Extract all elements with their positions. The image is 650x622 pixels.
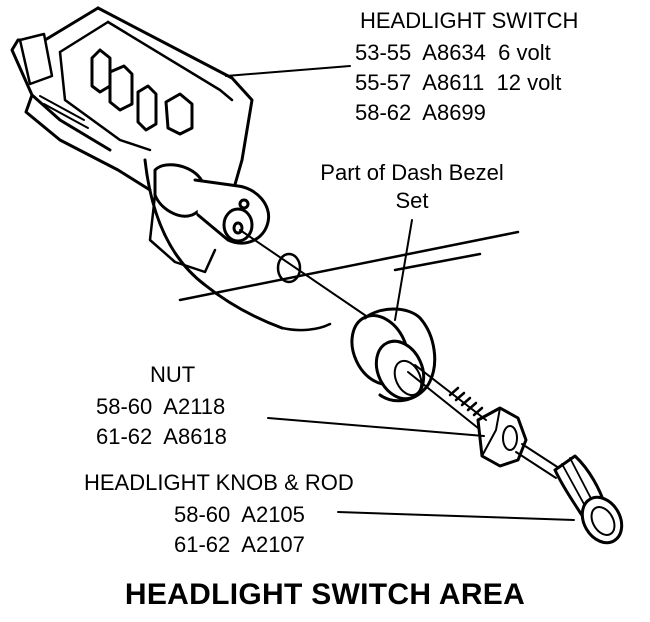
dash-panel xyxy=(143,158,520,332)
rod-axis-line xyxy=(239,229,376,323)
headlight-switch-row-2: 55-57 A8611 12 volt xyxy=(355,70,562,95)
dash-bezel-label-line-2: Set xyxy=(395,188,429,213)
dash-bezel xyxy=(350,307,437,403)
leader-lines xyxy=(225,65,575,521)
headlight-switch-row-3: 58-62 A8699 xyxy=(355,100,486,125)
dash-bezel-label-line-1: Part of Dash Bezel xyxy=(320,160,504,185)
leader-knob-rod xyxy=(337,511,575,521)
headlight-knob-rod xyxy=(407,364,624,545)
nut-row-1: 58-60 A2118 xyxy=(96,394,226,419)
leader-nut xyxy=(267,417,485,437)
nut xyxy=(476,406,528,468)
headlight-switch-body xyxy=(10,6,271,274)
knob-rod-row-1: 58-60 A2105 xyxy=(174,502,305,527)
diagram-title: HEADLIGHT SWITCH AREA xyxy=(124,578,526,611)
knob-rod-row-2: 61-62 A2107 xyxy=(174,532,305,557)
headlight-switch-row-1: 53-55 A8634 6 volt xyxy=(355,40,551,65)
knob-rod-heading: HEADLIGHT KNOB & ROD xyxy=(84,470,354,495)
leader-headlight-switch xyxy=(225,65,351,77)
nut-row-2: 61-62 A8618 xyxy=(96,424,227,449)
nut-heading: NUT xyxy=(150,362,196,387)
leader-dash-bezel xyxy=(394,219,413,321)
headlight-switch-heading: HEADLIGHT SWITCH xyxy=(360,8,579,33)
